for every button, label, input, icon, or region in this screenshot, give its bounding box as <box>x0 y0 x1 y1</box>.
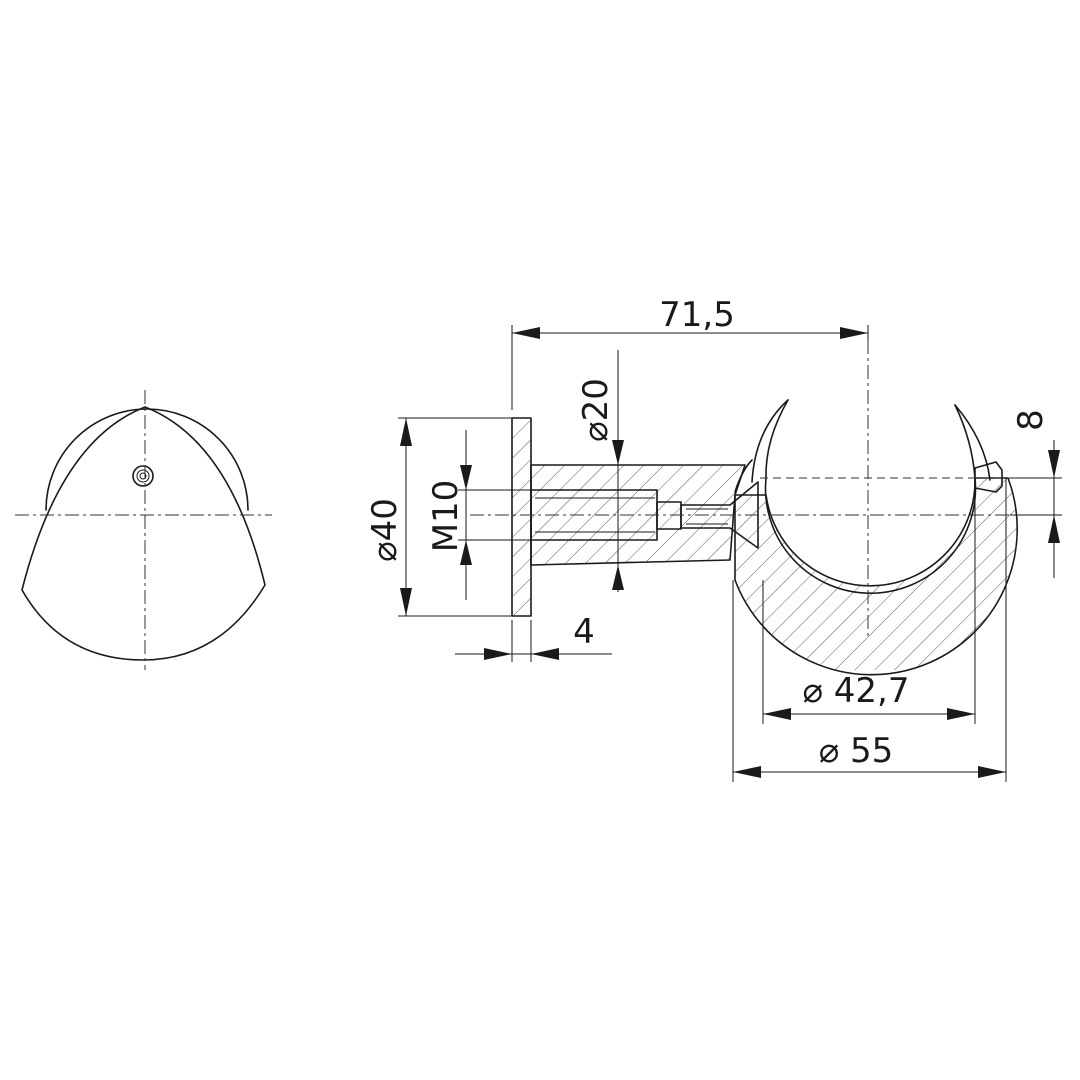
end-view-disc-outline <box>45 408 249 511</box>
dim-thread-group: M10 <box>426 480 466 553</box>
cup-hatch <box>735 478 1018 670</box>
end-view-screw-hole-inner <box>136 469 150 483</box>
dim-outer-diameter: 55 <box>850 731 893 771</box>
cup-inner-left <box>765 399 789 479</box>
cup-left-edge <box>734 459 753 493</box>
svg-text:⌀ 42,7: ⌀ 42,7 <box>803 671 910 711</box>
end-view-screw-hole <box>132 465 154 487</box>
dim-screw-offset: 8 <box>1011 409 1051 431</box>
dim-shaft-diameter: 20 <box>576 378 616 421</box>
end-view <box>15 390 272 670</box>
svg-text:⌀40: ⌀40 <box>365 498 405 562</box>
dim-shaft-diameter-group: ⌀20 <box>576 378 616 442</box>
dim-base-diameter-group: ⌀40 <box>365 498 405 562</box>
cup-left-tip <box>751 399 789 483</box>
cup-inner-right <box>954 404 976 479</box>
dim-screw-offset-group: 8 <box>1011 409 1051 431</box>
end-view-holder-outline <box>21 406 266 661</box>
base-plate-hatch <box>512 418 531 616</box>
svg-text:⌀ 55: ⌀ 55 <box>819 731 894 771</box>
svg-text:⌀20: ⌀20 <box>576 378 616 442</box>
end-view-screw-hole-core <box>139 472 147 480</box>
dim-base-thickness: 4 <box>573 612 595 652</box>
dim-inner-diameter: 42,7 <box>834 671 910 711</box>
dim-base-diameter: 40 <box>365 498 405 541</box>
dim-thread: M10 <box>426 480 466 553</box>
pipe-inner-arc <box>764 477 977 595</box>
dimensions: 71,5 ⌀20 ⌀40 M10 4 <box>365 295 1062 782</box>
dim-overall-length: 71,5 <box>659 295 735 335</box>
cup-right-tip <box>954 404 991 481</box>
section-view <box>470 340 1060 676</box>
